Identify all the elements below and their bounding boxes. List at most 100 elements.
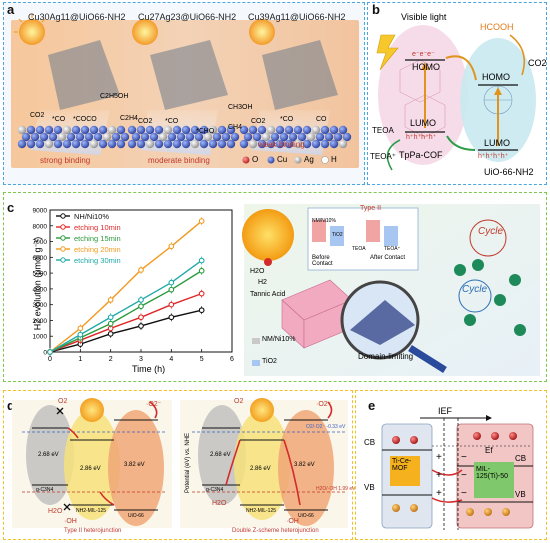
e-plus-3: +: [436, 488, 442, 499]
slab-atom: [75, 132, 85, 142]
slab-atom: [320, 125, 330, 135]
series-line: [49, 270, 203, 353]
slab-atom: [329, 125, 339, 135]
e-plus-2: +: [436, 470, 442, 481]
slab-atom: [199, 125, 209, 135]
data-point: [77, 325, 84, 332]
slab-atom: [48, 132, 58, 142]
data-point: [198, 257, 205, 264]
binding-strong: strong binding: [40, 156, 91, 165]
d-mat-3: UiO-66: [128, 513, 144, 519]
slab-atom: [163, 139, 173, 149]
legend-nm-c: NM/Ni10%: [262, 336, 296, 343]
e-minus-3: −: [461, 488, 467, 499]
panel-a-title-1: Cu30Ag11@UiO66-NH2: [28, 12, 126, 22]
slab-atom: [17, 125, 27, 135]
x-tick-label: 2: [109, 356, 113, 363]
slab-atom: [35, 139, 45, 149]
slab-atom: [120, 132, 130, 142]
e-ef: Ef: [485, 446, 493, 455]
legend-marker: [60, 246, 66, 252]
slab-atom: [62, 125, 72, 135]
slab-atom: [306, 132, 316, 142]
legend-label: etching 30min: [74, 256, 121, 265]
slab-atom: [297, 132, 307, 142]
slab-atom: [226, 125, 236, 135]
after-contact: After Contact: [370, 255, 406, 261]
d-oh-right: ·OH: [286, 518, 299, 525]
y-tick-label: 8000: [33, 223, 48, 230]
lumo-right: LUMO: [484, 138, 511, 148]
d-h2o-left: H2O: [48, 508, 63, 515]
holes-left: h⁺h⁺h⁺h⁺: [406, 134, 437, 141]
slab-atom: [80, 125, 90, 135]
data-point: [107, 297, 114, 303]
slab-atom: [230, 132, 240, 142]
d-gap-4: 2.68 eV: [210, 452, 231, 458]
panel-a-label: a: [7, 2, 15, 17]
panel-a-title-3: Cu39Ag11@UiO66-NH2: [248, 12, 346, 22]
slab-atom: [208, 139, 218, 149]
slab-atom: [284, 125, 294, 135]
data-point: [107, 320, 114, 327]
slab-atom: [167, 132, 177, 142]
legend-label: NH/Ni10%: [74, 212, 109, 221]
panel-e-label: e: [368, 398, 376, 413]
slab-atom: [248, 139, 258, 149]
slab-atom: [57, 132, 67, 142]
d-mat-1: g-C3N4: [36, 487, 54, 493]
d-mat-6: UiO-66: [298, 513, 314, 519]
slab-atom: [212, 132, 222, 142]
data-point: [107, 314, 114, 321]
species-coco: *COCO: [73, 116, 97, 123]
slab-atom: [279, 132, 289, 142]
h2-c: H2: [258, 279, 267, 286]
e-minus-1: −: [461, 452, 467, 463]
slab-atom: [172, 139, 182, 149]
chart-xlabel: Time (h): [132, 364, 166, 374]
y-tick-label: 0: [43, 350, 47, 357]
x-tick-label: 0: [48, 356, 52, 363]
slab-atom: [275, 139, 285, 149]
d-mat-2: NH2-MIL-125: [76, 508, 107, 514]
slab-atom: [145, 139, 155, 149]
data-point: [168, 243, 175, 250]
data-point: [198, 267, 205, 274]
e-cb-right: CB: [515, 454, 527, 463]
nm-ni-inset-1: NM/Ni10%: [312, 218, 336, 224]
y-tick-label: 5000: [33, 271, 48, 278]
slab-atom: [154, 139, 164, 149]
teoa-c: TEOA: [352, 246, 366, 252]
slab-atom: [338, 125, 348, 135]
data-point: [198, 290, 205, 297]
x-tick-label: 6: [230, 356, 234, 363]
slab-atom: [261, 132, 271, 142]
d-mat-4: g-C3N4: [206, 487, 224, 493]
slab-atom: [275, 125, 285, 135]
x-tick-label: 4: [169, 356, 173, 363]
cof-label: TpPa-COF: [399, 150, 443, 160]
d-o2rad-right: ·O2⁻: [316, 401, 332, 408]
domain-limiting-c: Domain-limiting: [358, 352, 414, 361]
slab-atom: [44, 125, 54, 135]
species-ch4: CH4: [228, 124, 243, 131]
hcooh-label: HCOOH: [480, 22, 514, 32]
slab-atom: [17, 139, 27, 149]
species-co2-2: CO2: [138, 118, 153, 125]
slab-atom: [257, 125, 267, 135]
series-line: [49, 259, 203, 353]
y-tick-label: 6000: [33, 255, 48, 262]
slab-atom: [320, 139, 330, 149]
slab-atom: [136, 125, 146, 135]
slab-atom: [338, 139, 348, 149]
slab-atom: [163, 125, 173, 135]
data-point: [138, 303, 144, 310]
legend-h: H: [331, 155, 337, 164]
legend-ag: Ag: [304, 155, 314, 164]
data-point: [198, 218, 205, 224]
slab-atom: [176, 132, 186, 142]
y-tick-label: 4000: [33, 286, 48, 293]
y-tick-label: 9000: [33, 208, 48, 215]
tio2-inset-1: TiO2: [332, 232, 343, 238]
